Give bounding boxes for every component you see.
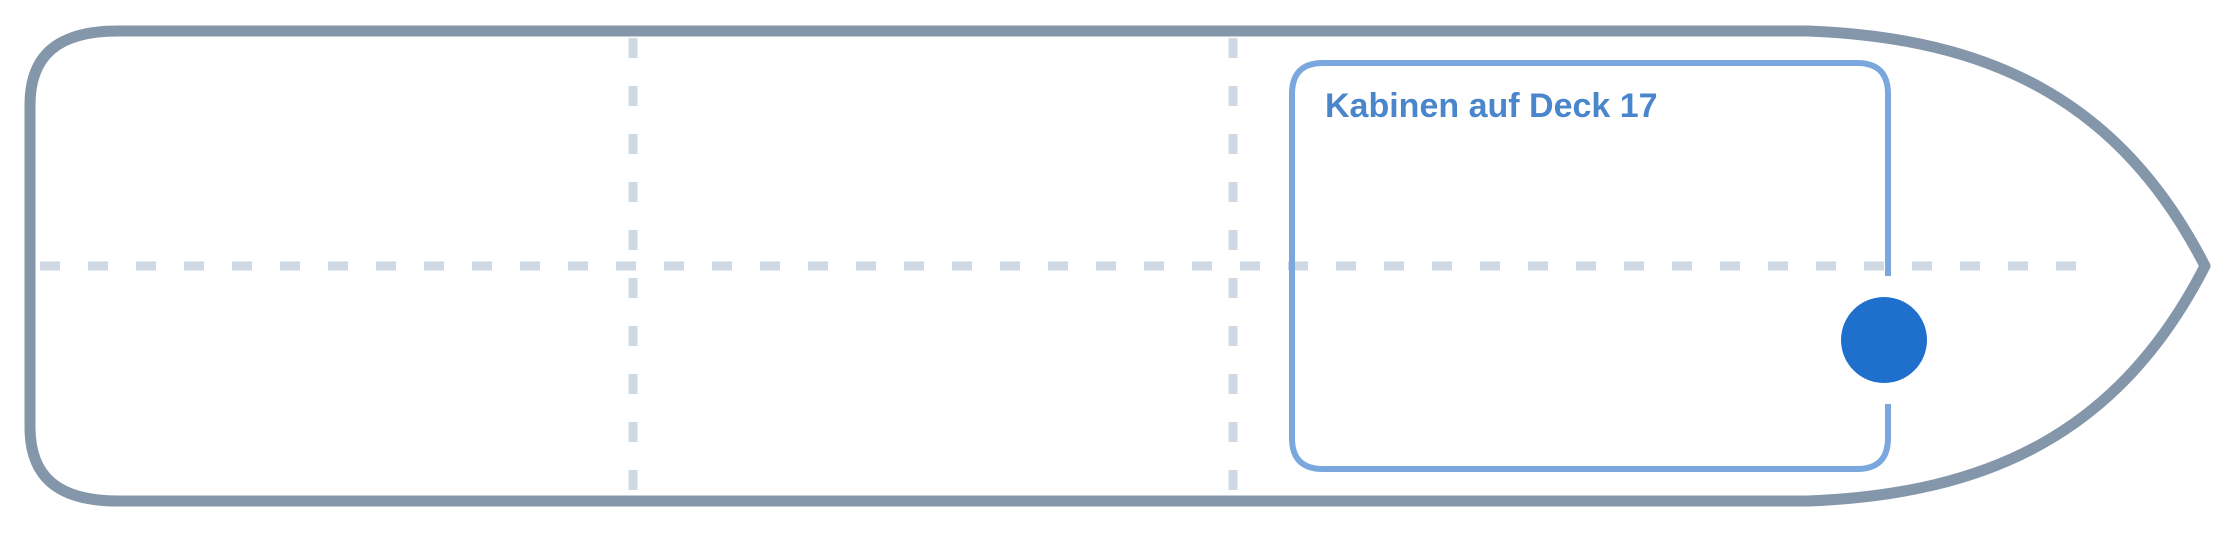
cabin-area-frame: [1289, 60, 1891, 472]
position-marker: [1841, 297, 1927, 383]
ship-hull-outline: [24, 25, 2211, 507]
deck-grid-lines: [40, 38, 2080, 490]
cabin-area-label: Kabinen auf Deck 17: [1325, 87, 1658, 125]
